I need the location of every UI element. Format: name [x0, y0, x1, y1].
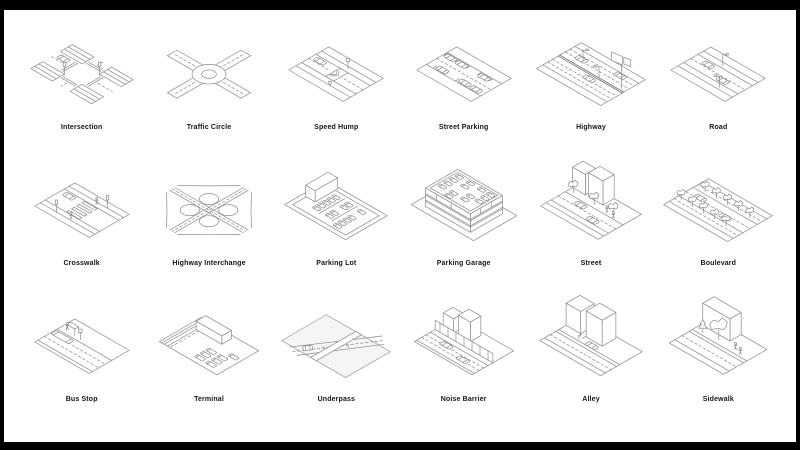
- crosswalk-illustration: [21, 166, 143, 258]
- intersection-illustration: [21, 30, 143, 122]
- poster-canvas: Intersection Traffic Circle: [4, 10, 796, 442]
- speed-hump-illustration: [275, 30, 397, 122]
- tile-bus-stop: Bus Stop: [18, 300, 145, 436]
- tile-highway: Highway: [527, 28, 654, 164]
- illustration-grid: Intersection Traffic Circle: [4, 10, 796, 442]
- tile-terminal: Terminal: [145, 300, 272, 436]
- tile-label: Street: [580, 260, 602, 267]
- tile-alley: Alley: [527, 300, 654, 436]
- tile-label: Crosswalk: [63, 260, 100, 267]
- tile-label: Speed Hump: [314, 124, 359, 131]
- traffic-circle-illustration: [148, 30, 270, 122]
- tile-underpass: Underpass: [273, 300, 400, 436]
- tile-road: Road: [655, 28, 782, 164]
- tile-label: Sidewalk: [702, 396, 734, 403]
- underpass-illustration: [275, 302, 397, 394]
- tile-label: Road: [709, 124, 728, 131]
- tile-speed-hump: Speed Hump: [273, 28, 400, 164]
- tile-crosswalk: Crosswalk: [18, 164, 145, 300]
- tile-street: Street: [527, 164, 654, 300]
- tile-label: Intersection: [60, 124, 103, 131]
- tile-label: Noise Barrier: [440, 396, 487, 403]
- tile-noise-barrier: Noise Barrier: [400, 300, 527, 436]
- alley-illustration: [530, 302, 652, 394]
- tile-label: Traffic Circle: [186, 124, 232, 131]
- street-parking-illustration: [403, 30, 525, 122]
- tile-label: Alley: [582, 396, 600, 403]
- tile-street-parking: Street Parking: [400, 28, 527, 164]
- bus-stop-illustration: [21, 302, 143, 394]
- tile-label: Underpass: [317, 396, 356, 403]
- tile-parking-lot: Parking Lot: [273, 164, 400, 300]
- tile-label: Parking Lot: [316, 260, 357, 267]
- tile-intersection: Intersection: [18, 28, 145, 164]
- sidewalk-illustration: [657, 302, 779, 394]
- highway-interchange-illustration: [148, 166, 270, 258]
- tile-traffic-circle: Traffic Circle: [145, 28, 272, 164]
- parking-garage-illustration: [403, 166, 525, 258]
- street-illustration: [530, 166, 652, 258]
- tile-label: Bus Stop: [65, 396, 98, 403]
- tile-label: Highway: [576, 124, 606, 131]
- tile-highway-interchange: Highway Interchange: [145, 164, 272, 300]
- tile-label: Highway Interchange: [172, 260, 246, 267]
- highway-illustration: [530, 30, 652, 122]
- parking-lot-illustration: [275, 166, 397, 258]
- terminal-illustration: [148, 302, 270, 394]
- tile-boulevard: Boulevard: [655, 164, 782, 300]
- tile-label: Parking Garage: [436, 260, 491, 267]
- boulevard-illustration: [657, 166, 779, 258]
- tile-label: Terminal: [194, 396, 224, 403]
- tile-sidewalk: Sidewalk: [655, 300, 782, 436]
- tile-label: Boulevard: [700, 260, 737, 267]
- road-illustration: [657, 30, 779, 122]
- tile-label: Street Parking: [438, 124, 489, 131]
- noise-barrier-illustration: [403, 302, 525, 394]
- tile-parking-garage: Parking Garage: [400, 164, 527, 300]
